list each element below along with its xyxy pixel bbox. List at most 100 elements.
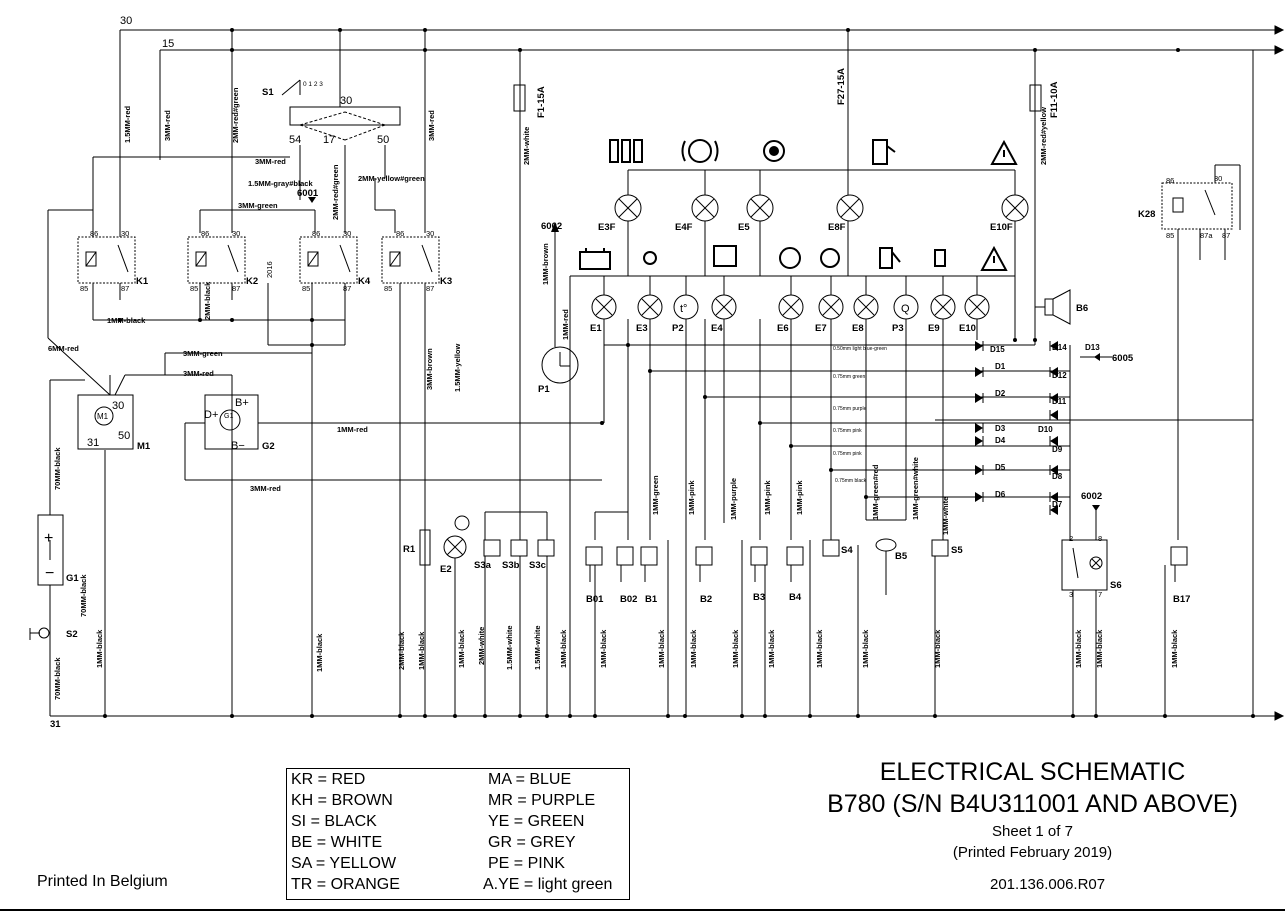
svg-text:1MM-pink: 1MM-pink <box>763 480 772 515</box>
svg-text:2MM-red#yellow: 2MM-red#yellow <box>1039 107 1048 165</box>
svg-text:2MM-red#green: 2MM-red#green <box>231 87 240 143</box>
relay-k4-label: K4 <box>358 276 371 287</box>
s6-label: S6 <box>1110 580 1122 591</box>
brake-warning-icon <box>681 139 719 163</box>
battery-minus: − <box>45 565 54 582</box>
alternator-inner-label: G1 <box>224 413 233 420</box>
relay-k3-label: K3 <box>440 276 452 287</box>
indicator-e10f: E10F <box>990 222 1013 233</box>
svg-text:1MM-black: 1MM-black <box>599 629 608 668</box>
svg-text:P3: P3 <box>892 323 904 334</box>
svg-text:1MM-black: 1MM-black <box>457 629 466 668</box>
svg-text:2MM-red#green: 2MM-red#green <box>331 164 340 220</box>
legend-si: SI = BLACK <box>291 813 377 830</box>
cooling-fan-icon <box>820 248 840 268</box>
schematic-model: B780 (S/N B4U311001 AND ABOVE) <box>827 790 1238 818</box>
svg-text:86: 86 <box>312 229 320 238</box>
diode-array-left <box>975 341 984 502</box>
sensor-row <box>585 511 1188 716</box>
svg-text:87: 87 <box>426 284 434 293</box>
distribution-dots <box>626 338 1037 499</box>
svg-text:B17: B17 <box>1173 594 1190 605</box>
fuses <box>513 30 1042 340</box>
wiring-mid-left <box>49 283 602 716</box>
svg-text:1.5MM-yellow: 1.5MM-yellow <box>453 343 462 392</box>
svg-text:D14: D14 <box>1052 343 1067 352</box>
s6-pin-labels: 2 8 3 7 <box>1069 534 1102 599</box>
svg-text:2MM-black: 2MM-black <box>397 631 406 670</box>
svg-text:2MM-white: 2MM-white <box>522 127 531 165</box>
svg-text:86: 86 <box>1166 176 1174 185</box>
junction-dots-mid <box>118 318 604 425</box>
svg-text:30: 30 <box>232 229 240 238</box>
svg-text:1.5MM-gray#black: 1.5MM-gray#black <box>248 179 313 188</box>
svg-text:1MM-white: 1MM-white <box>941 497 950 535</box>
svg-text:D6: D6 <box>995 490 1006 499</box>
indicator-row-2-labels: E1 E3 P2 E4 E6 E7 E8 P3 E9 E10 <box>590 323 976 334</box>
svg-text:D3: D3 <box>995 424 1006 433</box>
svg-text:85: 85 <box>80 284 88 293</box>
svg-text:E6: E6 <box>777 323 789 334</box>
lamp-e2 <box>443 515 470 716</box>
svg-text:30: 30 <box>426 229 434 238</box>
wiring-top-left <box>47 30 426 396</box>
svg-text:8: 8 <box>1098 534 1102 543</box>
svg-text:0.75mm purple: 0.75mm purple <box>833 406 867 412</box>
s5-label: S5 <box>951 545 963 556</box>
svg-text:1MM-black: 1MM-black <box>689 629 698 668</box>
icon-row-1 <box>609 139 1018 165</box>
svg-text:D5: D5 <box>995 463 1006 472</box>
connector-6001-label: 6001 <box>297 188 319 199</box>
gauge-p2-symbol: t° <box>680 303 687 315</box>
svg-text:D11: D11 <box>1052 397 1067 406</box>
svg-text:B1: B1 <box>645 594 658 605</box>
svg-text:1MM-pink: 1MM-pink <box>687 480 696 515</box>
relay-k28 <box>1161 50 1254 716</box>
svg-text:D2: D2 <box>995 389 1006 398</box>
svg-text:1MM-black: 1MM-black <box>657 629 666 668</box>
svg-text:85: 85 <box>1166 231 1174 240</box>
diode-array-right <box>1049 341 1112 540</box>
svg-text:70MM-black: 70MM-black <box>53 447 62 490</box>
svg-text:3MM-red: 3MM-red <box>250 484 281 493</box>
indicator-e4f: E4F <box>675 222 693 233</box>
legend-ye: YE = GREEN <box>488 813 585 830</box>
connector-6002-right: 6002 <box>1081 491 1102 502</box>
svg-text:85: 85 <box>190 284 198 293</box>
svg-text:0.75mm pink: 0.75mm pink <box>833 451 862 457</box>
svg-text:3MM-green: 3MM-green <box>238 201 278 210</box>
bottom-border <box>0 909 1285 911</box>
svg-text:D10: D10 <box>1038 425 1053 434</box>
svg-text:3MM-green: 3MM-green <box>183 349 223 358</box>
s3b-label: S3b <box>502 560 520 571</box>
buzzer-b6 <box>1035 289 1071 325</box>
svg-text:87: 87 <box>1222 231 1230 240</box>
fuel-level-icon <box>872 139 896 165</box>
svg-text:B2: B2 <box>700 594 712 605</box>
gauge-p3-symbol: Q <box>901 303 910 315</box>
svg-text:6MM-red: 6MM-red <box>48 344 79 353</box>
r1-label: R1 <box>403 544 416 555</box>
svg-text:B01: B01 <box>586 594 604 605</box>
svg-text:0.75mm black: 0.75mm black <box>835 478 867 484</box>
buzzer-label: B6 <box>1076 303 1088 314</box>
svg-text:E7: E7 <box>815 323 827 334</box>
svg-text:1MM-black: 1MM-black <box>933 629 942 668</box>
svg-text:3MM-brown: 3MM-brown <box>425 348 434 390</box>
printed-date: (Printed February 2019) <box>952 844 1113 861</box>
k28-pin-labels: 86 30 85 87a 87 <box>1166 174 1230 240</box>
svg-text:P2: P2 <box>672 323 684 334</box>
motor-pin-30: 30 <box>112 400 124 412</box>
svg-text:D15: D15 <box>990 345 1005 354</box>
motor-pin-50: 50 <box>118 430 130 442</box>
bus-lines <box>50 25 1285 721</box>
svg-text:1MM-pink: 1MM-pink <box>795 480 804 515</box>
ignition-switch-s1 <box>281 30 401 158</box>
alternator-bplus: B+ <box>235 397 249 409</box>
legend-ma: MA = BLUE <box>488 771 572 788</box>
oil-level-icon <box>643 251 657 265</box>
svg-text:D13: D13 <box>1085 343 1100 352</box>
relay-k4 <box>299 236 358 716</box>
connector-6005-label: 6005 <box>1112 353 1134 364</box>
svg-text:2MM-black: 2MM-black <box>203 281 212 320</box>
